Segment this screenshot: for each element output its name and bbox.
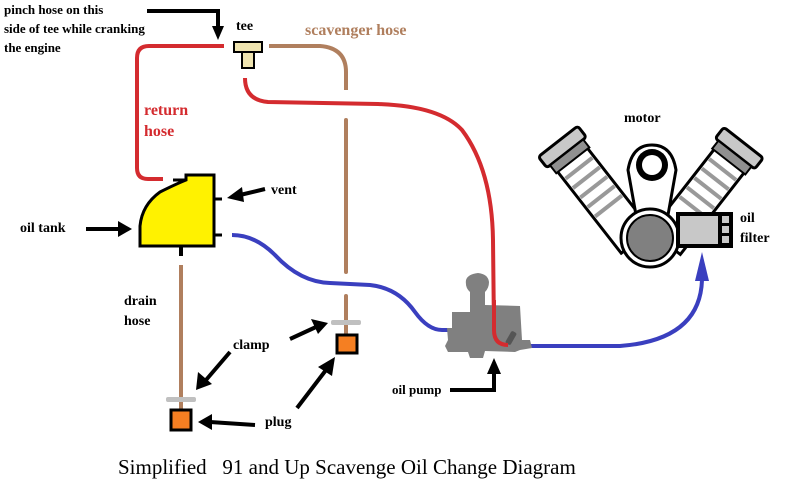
scavenger-plug	[335, 333, 359, 355]
pinch-arrow	[147, 9, 220, 30]
feed-hose-to-filter	[530, 262, 704, 348]
scavenger-hose	[269, 44, 348, 90]
scavenger-hose-label: scavenger hose	[305, 22, 407, 39]
return-hose-pump-end	[492, 300, 509, 347]
motor-label: motor	[624, 111, 661, 126]
clamp-label: clamp	[233, 338, 270, 353]
filter-arrowhead	[695, 252, 709, 281]
tee-fitting	[233, 41, 263, 69]
oil-filter	[676, 212, 733, 248]
pinch-note-line1: pinch hose on this	[4, 2, 104, 17]
return-hose-label-line1: return	[144, 102, 189, 119]
plug-label: plug	[265, 415, 292, 430]
pointer-arrows	[86, 9, 501, 430]
drain-plug	[169, 408, 193, 432]
pinch-note-line2: side of tee while cranking	[4, 21, 145, 36]
diagram-caption: Simplified 91 and Up Scavenge Oil Change…	[118, 455, 576, 479]
feed-hose-to-pump	[231, 233, 450, 332]
oil-tank-label: oil tank	[20, 221, 66, 236]
oil-filter-label-line1: oil	[740, 211, 755, 226]
oil-filter-label-line2: filter	[740, 231, 770, 246]
drain-hose-label-line1: drain	[124, 294, 157, 309]
drain-clamp	[166, 397, 196, 402]
oil-tank	[138, 173, 222, 248]
return-hose-label-line2: hose	[144, 123, 175, 140]
drain-hose-label-line2: hose	[124, 314, 151, 329]
tee-label: tee	[236, 19, 254, 34]
pinch-note-line3: the engine	[4, 40, 61, 55]
oil-pump	[445, 273, 532, 358]
oil-pump-label: oil pump	[392, 382, 442, 397]
vent-label: vent	[271, 183, 297, 198]
return-hose-to-pump	[243, 77, 509, 347]
scavenger-clamp	[331, 320, 361, 325]
return-hose-to-tank	[135, 44, 224, 181]
motor	[538, 125, 764, 269]
